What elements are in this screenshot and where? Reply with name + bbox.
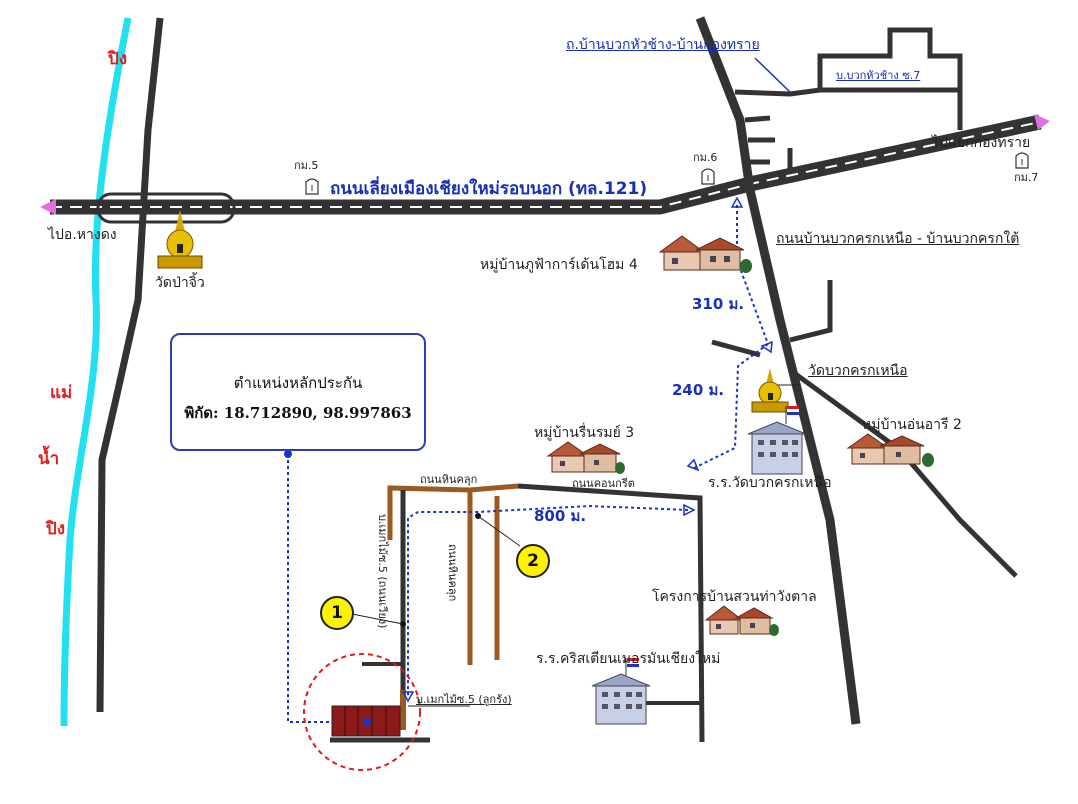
to-hangdong-label: ไปอ.หางดง — [48, 227, 117, 243]
highlight-circle — [303, 653, 421, 771]
village-icon — [658, 235, 752, 273]
village2-label: หมู่บ้านอ่นอารี 2 — [862, 417, 962, 433]
road-label-top: ถ.บ้านบวกหัวช้าง-บ้านกองทราย — [566, 37, 760, 53]
distance-240-label: 240 ม. — [672, 381, 725, 399]
school-buak-krok-label: ร.ร.วัดบวกครกเหนือ — [708, 475, 832, 491]
route-marker-2: 2 — [516, 544, 550, 578]
northern-roads — [734, 27, 963, 172]
wat-pa-jiew-label: วัดป่าจิ้ว — [155, 275, 205, 291]
connector-top-road — [754, 57, 791, 93]
collateral-info-box: ตำแหน่งหลักประกัน พิกัด: 18.712890, 98.9… — [170, 333, 426, 451]
river-ping — [60, 17, 132, 727]
marker2-leader — [477, 515, 521, 547]
village-icon — [846, 433, 934, 467]
village3-label: หมู่บ้านรื่นรมย์ 3 — [534, 425, 635, 441]
village-icon — [704, 605, 779, 636]
soi5-bottom-label: บ.เมกไม้ซ.5 (ลูกรัง) — [416, 693, 512, 706]
info-box-coordinates: พิกัด: 18.712890, 98.997863 — [184, 404, 412, 422]
village4-label: หมู่บ้านภูฟ้าการ์เด้นโฮม 4 — [480, 257, 638, 273]
river-label-nam: น้ำ — [38, 449, 60, 469]
village-icon — [546, 441, 625, 474]
route-marker-1: 1 — [320, 596, 354, 630]
christian-school-label: ร.ร.คริสเตียนเมอรมันเชียงใหม่ — [536, 651, 721, 667]
road-north-south-label: ถนนบ้านบวกครกเหนือ - บ้านบวกครกใต้ — [776, 231, 1020, 247]
road-west — [96, 17, 164, 713]
road-hin-klook-vertical-label: ถนนหินคลุก — [446, 544, 459, 602]
soil-roads — [387, 483, 519, 665]
river-label-top: ปิง — [108, 49, 128, 69]
kilometer-post-icon — [1015, 152, 1029, 169]
kilometer-post-icon — [701, 168, 715, 185]
wat-buak-krok-label: วัดบวกครกเหนือ — [808, 363, 908, 379]
road-hin-klook-label: ถนนหินคลุก — [420, 473, 478, 486]
school-icon — [591, 658, 651, 725]
km6-label: กม.6 — [693, 151, 718, 164]
ring-interchange — [96, 192, 236, 224]
kilometer-post-icon — [305, 178, 319, 195]
east-roads — [711, 280, 1018, 578]
school-icon — [747, 406, 807, 475]
location-marker-icon — [363, 718, 371, 726]
road-label-soi7: บ.บวกหัวช้าง ซ.7 — [836, 69, 921, 82]
km7-label: กม.7 — [1014, 171, 1039, 184]
soi5-vertical-label: บ.เมกไม้ซ.5 (ถนนเวียง) — [376, 514, 389, 629]
arrow-east — [1034, 114, 1050, 130]
ring-road-centerline — [50, 121, 1041, 208]
km5-label: กม.5 — [294, 159, 319, 172]
temple-icon — [157, 210, 203, 269]
temple-icon — [751, 368, 789, 413]
marker1-leader — [351, 613, 404, 625]
road-concrete-label: ถนนคอนกรีต — [572, 477, 635, 490]
concrete-road — [517, 483, 705, 743]
info-box-title: ตำแหน่งหลักประกัน — [233, 374, 363, 392]
arrow-west — [40, 199, 56, 215]
road-north-south — [695, 16, 861, 725]
distance-800-label: 800 ม. — [534, 507, 587, 525]
distance-310-label: 310 ม. — [692, 295, 745, 313]
river-label-ping: ปิง — [46, 519, 66, 539]
ring-road-label: ถนนเลี่ยงเมืองเชียงใหม่รอบนอก (ทล.121) — [330, 179, 648, 199]
project-village-label: โครงการบ้านสวนท่าวังตาล — [652, 589, 817, 605]
to-kongsai-label: ไปแยกกองทราย — [932, 135, 1031, 151]
river-label-mae: แม่ — [50, 383, 73, 403]
route-dot-box — [284, 450, 292, 458]
route-arrowheads — [401, 196, 773, 703]
